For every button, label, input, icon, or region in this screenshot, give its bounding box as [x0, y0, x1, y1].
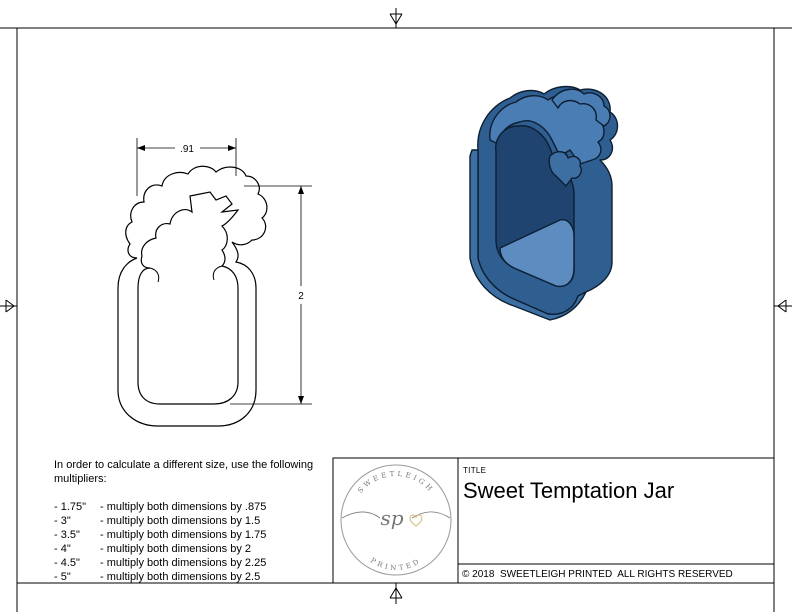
- model-floor: [499, 219, 575, 288]
- svg-text:SWEETLEIGH: SWEETLEIGH: [356, 470, 435, 495]
- height-dimension-label: 2: [298, 291, 304, 302]
- jar-outline-outer: [117, 165, 268, 427]
- center-mark-left: [0, 299, 17, 313]
- center-mark-top: [389, 8, 403, 28]
- center-mark-right: [774, 299, 792, 313]
- height-dimension: [230, 185, 312, 405]
- copyright-notice: © 2018 SWEETLEIGH PRINTED ALL RIGHTS RES…: [462, 569, 733, 580]
- brand-logo: SWEETLEIGH PRINTED sp: [340, 464, 452, 576]
- width-dimension: [136, 138, 237, 196]
- model-bow: [548, 151, 582, 187]
- instructions-intro: In order to calculate a different size, …: [54, 459, 314, 485]
- center-mark-bottom: [389, 583, 403, 604]
- multiplier-row: - 4.5"- multiply both dimensions by 2.25: [54, 557, 267, 569]
- cutter-3d-model: [469, 85, 619, 321]
- svg-text:PRINTED: PRINTED: [369, 556, 423, 572]
- jar-outline-inner: [137, 191, 240, 405]
- multiplier-row: - 1.75"- multiply both dimensions by .87…: [54, 501, 267, 513]
- multiplier-row: - 5"- multiply both dimensions by 2.5: [54, 571, 261, 583]
- size-instructions: In order to calculate a different size, …: [54, 458, 324, 584]
- drawing-title: Sweet Temptation Jar: [463, 478, 675, 503]
- multiplier-row: - 4"- multiply both dimensions by 2: [54, 543, 252, 555]
- logo-bottom-text: PRINTED: [369, 556, 420, 572]
- multiplier-row: - 3.5"- multiply both dimensions by 1.75: [54, 529, 267, 541]
- title-block: [332, 457, 775, 584]
- logo-monogram: sp: [380, 506, 403, 530]
- model-front-lip: [469, 149, 587, 321]
- logo-top-text: SWEETLEIGH: [356, 470, 432, 495]
- model-bumps: [551, 88, 611, 127]
- width-dimension-label: .91: [180, 144, 194, 155]
- multiplier-row: - 3"- multiply both dimensions by 1.5: [54, 515, 261, 527]
- heart-icon: [409, 514, 423, 527]
- jar-neck-line: [149, 265, 223, 283]
- title-label: TITLE: [463, 466, 487, 475]
